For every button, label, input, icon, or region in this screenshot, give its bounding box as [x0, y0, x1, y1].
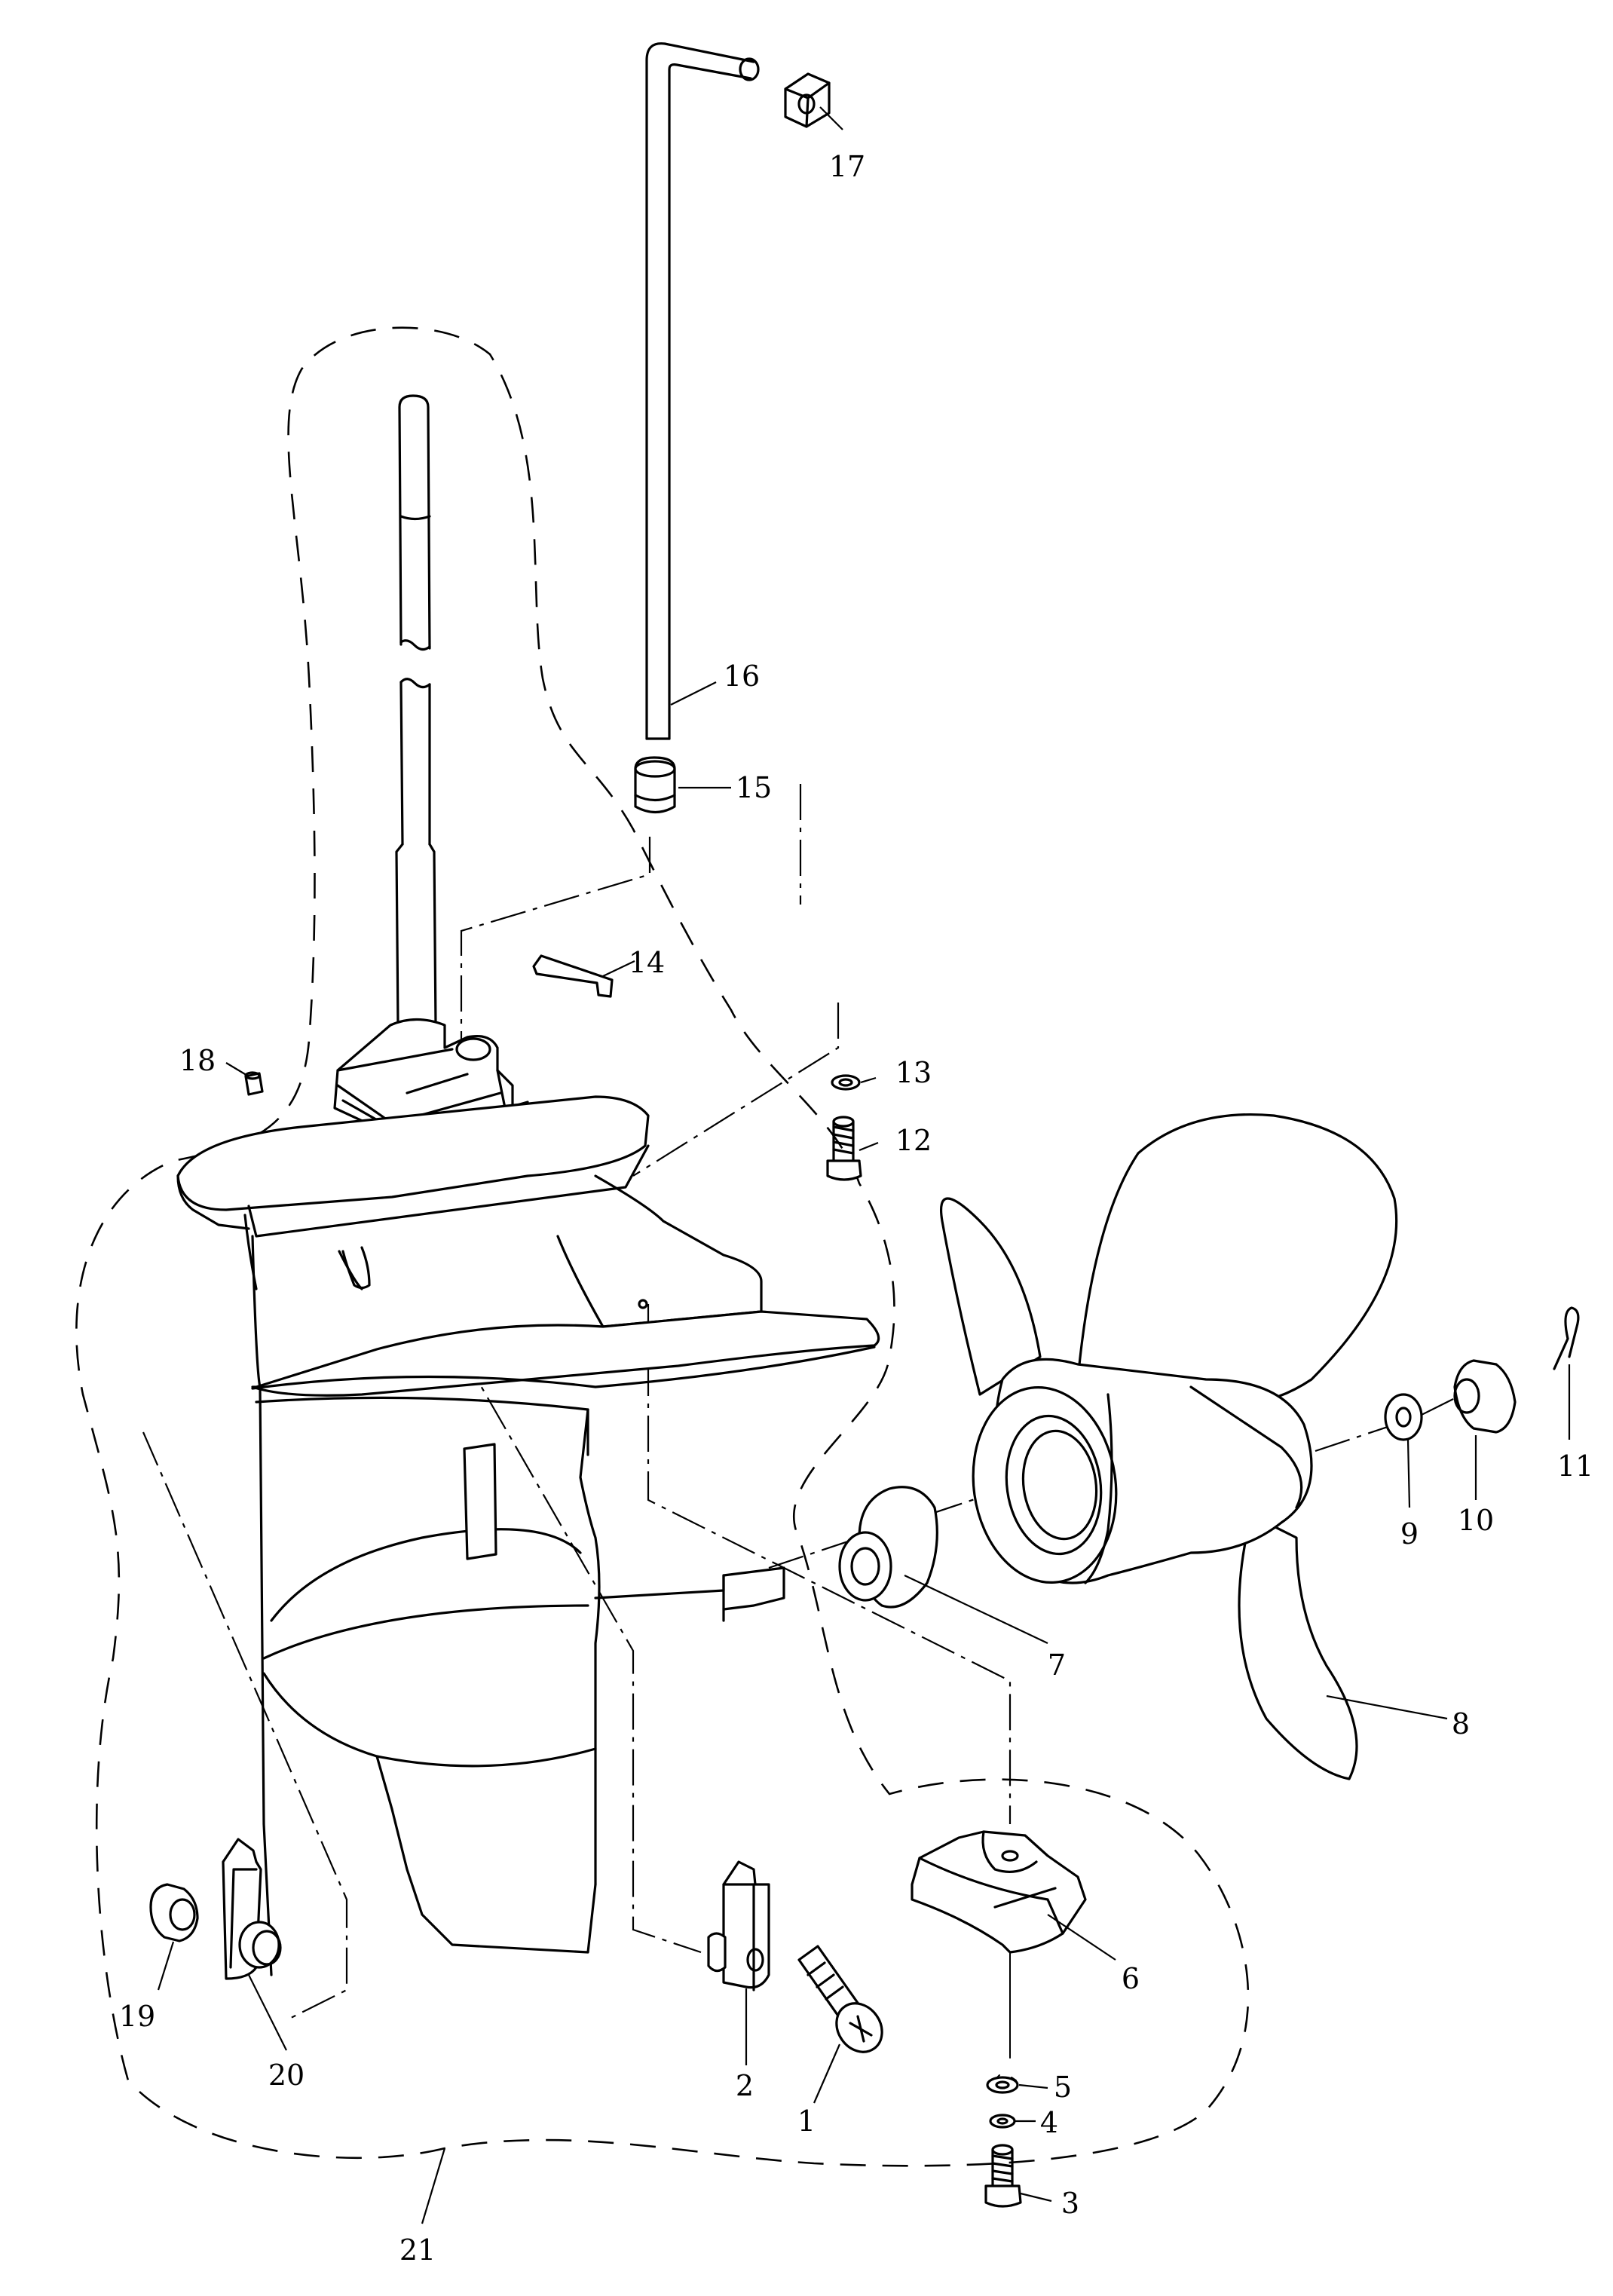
part-15-tube-seal [634, 756, 676, 814]
part-6-anode [911, 1830, 1087, 1954]
part-9-washer [1384, 1393, 1423, 1441]
callout-18: 18 [179, 1044, 216, 1077]
callout-16: 16 [724, 660, 760, 693]
gearcase-group-boundary [75, 326, 1250, 2167]
callout-9: 9 [1400, 1517, 1419, 1551]
part-1-screw [797, 1945, 883, 2053]
callout-14: 14 [629, 946, 665, 979]
part-19-nut [149, 1883, 199, 1942]
part-20-trim-piece [222, 1838, 282, 1980]
callout-15: 15 [736, 771, 772, 804]
callout-12: 12 [895, 1124, 932, 1157]
callout-19: 19 [119, 2000, 155, 2033]
callout-3: 3 [1061, 2187, 1079, 2220]
callout-20: 20 [268, 2059, 305, 2092]
callout-4: 4 [1040, 2106, 1058, 2139]
callout-13: 13 [895, 1056, 932, 1089]
part-17-grommet [784, 72, 831, 128]
part-12-bolt [826, 1116, 862, 1181]
part-18-pin [244, 1071, 264, 1096]
callout-8: 8 [1452, 1707, 1470, 1740]
part-14-clip [532, 954, 614, 998]
part-11-cotter-pin [1553, 1306, 1580, 1370]
callout-6: 6 [1122, 1962, 1140, 1995]
callout-5: 5 [1054, 2071, 1072, 2104]
part-7-thrust-hub [838, 1486, 938, 1609]
callout-labels: 1 2 3 4 5 6 7 8 9 10 11 12 13 14 15 16 1… [119, 150, 1593, 2267]
callout-10: 10 [1458, 1504, 1494, 1537]
part-3-bolt [984, 2144, 1022, 2208]
callout-7: 7 [1048, 1649, 1066, 1682]
callout-1: 1 [797, 2105, 816, 2138]
part-4-washer [989, 2114, 1016, 2129]
part-8-propeller [940, 1113, 1398, 1780]
part-5-lock-washer [986, 2074, 1019, 2094]
part-13-washer [831, 1074, 861, 1091]
callout-leaders [157, 106, 1571, 2224]
part-10-prop-nut [1453, 1359, 1517, 1434]
callout-21: 21 [399, 2233, 436, 2267]
callout-11: 11 [1557, 1450, 1593, 1483]
part-16-water-tube [645, 42, 760, 740]
callout-17: 17 [829, 150, 865, 183]
driveshaft-and-pump [333, 394, 529, 1140]
callout-2: 2 [736, 2069, 754, 2102]
gearcase-housing [176, 1095, 880, 1976]
part-2-plate [707, 1860, 770, 1991]
